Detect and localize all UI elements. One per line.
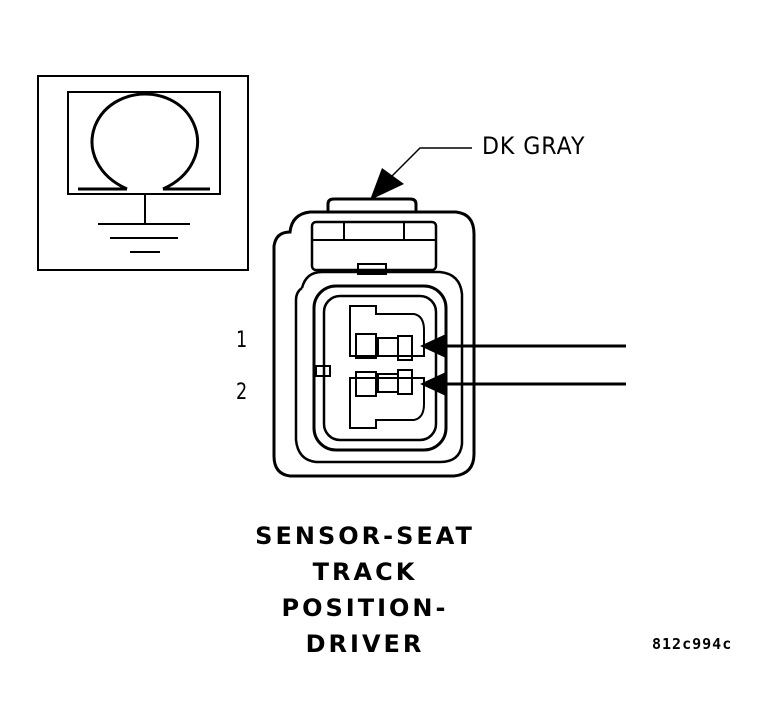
pin-1-arrow-icon <box>420 334 446 358</box>
pin-2-wire <box>420 372 626 396</box>
pin-1-label: 1 <box>236 328 248 353</box>
caption-line-3: POSITION-DRIVER <box>281 594 449 658</box>
pin-2-label: 2 <box>236 380 248 405</box>
pin-1-wire <box>420 334 626 358</box>
two-pin-connector-face-icon <box>272 197 476 478</box>
wire-color-label: DK GRAY <box>482 132 586 160</box>
figure-id: 812c994c <box>652 635 733 653</box>
pin-2-arrow-icon <box>420 372 446 396</box>
caption-line-1: SENSOR-SEAT <box>255 522 475 550</box>
component-caption: SENSOR-SEAT TRACK POSITION-DRIVER <box>230 518 500 662</box>
wire-color-leader <box>370 147 472 200</box>
sensor-loop-ground-symbol-icon <box>37 75 249 271</box>
caption-line-2: TRACK <box>312 558 418 586</box>
leader-arrowhead <box>370 168 404 200</box>
